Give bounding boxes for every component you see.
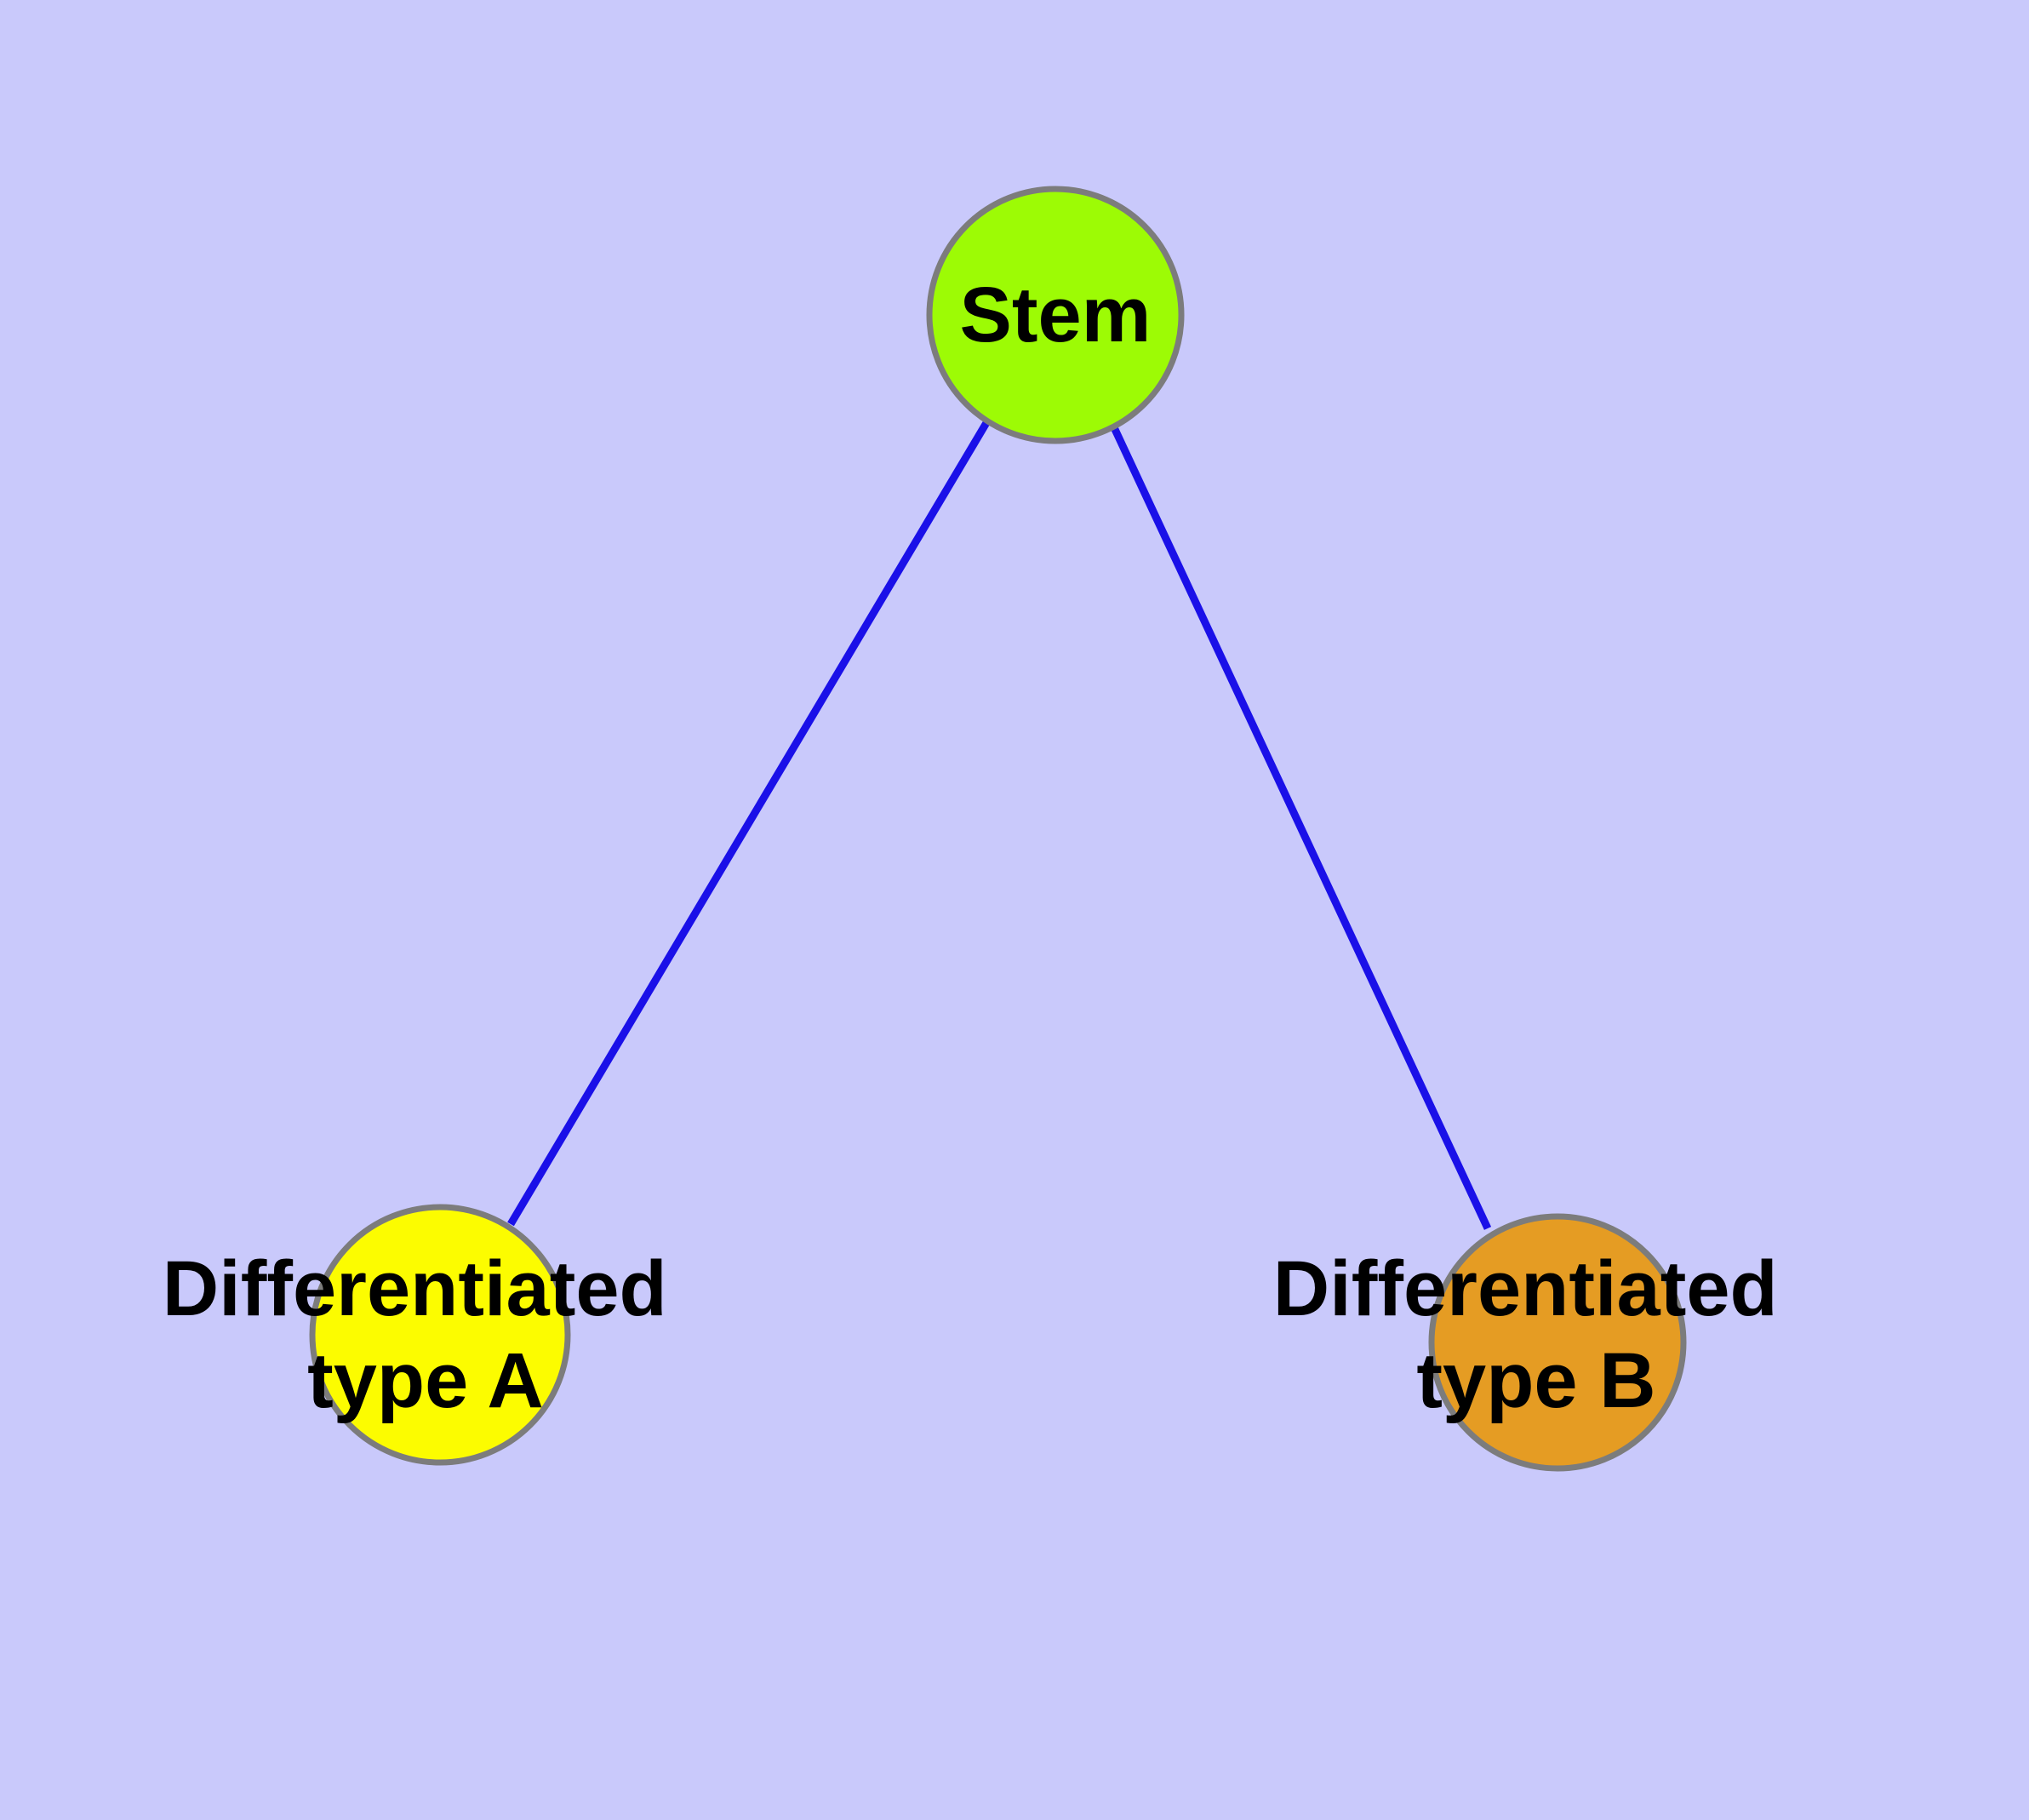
node-label-differentiated-type-a-line-2: type A: [307, 1337, 544, 1424]
node-differentiated-type-a[interactable]: [309, 1204, 571, 1466]
node-label-differentiated-type-b-line-1: Differentiated: [1273, 1245, 1778, 1332]
label-layer: Stem Differentiated type A Differentiate…: [163, 272, 1800, 1424]
edge-layer: [507, 419, 1492, 1230]
node-stem[interactable]: [926, 186, 1185, 444]
node-label-stem-line-1: Stem: [960, 272, 1152, 358]
node-label-stem: Stem: [960, 272, 1152, 358]
edge-stem-to-differentiated-type-b[interactable]: [1109, 424, 1492, 1230]
node-layer: [309, 186, 1687, 1472]
node-label-differentiated-type-b-line-2: type B: [1416, 1337, 1655, 1424]
node-label-differentiated-type-a-line-1: Differentiated: [163, 1245, 667, 1332]
node-label-differentiated-type-a: Differentiated type A: [163, 1245, 689, 1424]
node-label-differentiated-type-b: Differentiated type B: [1273, 1245, 1800, 1424]
node-differentiated-type-b[interactable]: [1428, 1213, 1687, 1472]
edge-stem-to-differentiated-type-a[interactable]: [507, 419, 991, 1227]
